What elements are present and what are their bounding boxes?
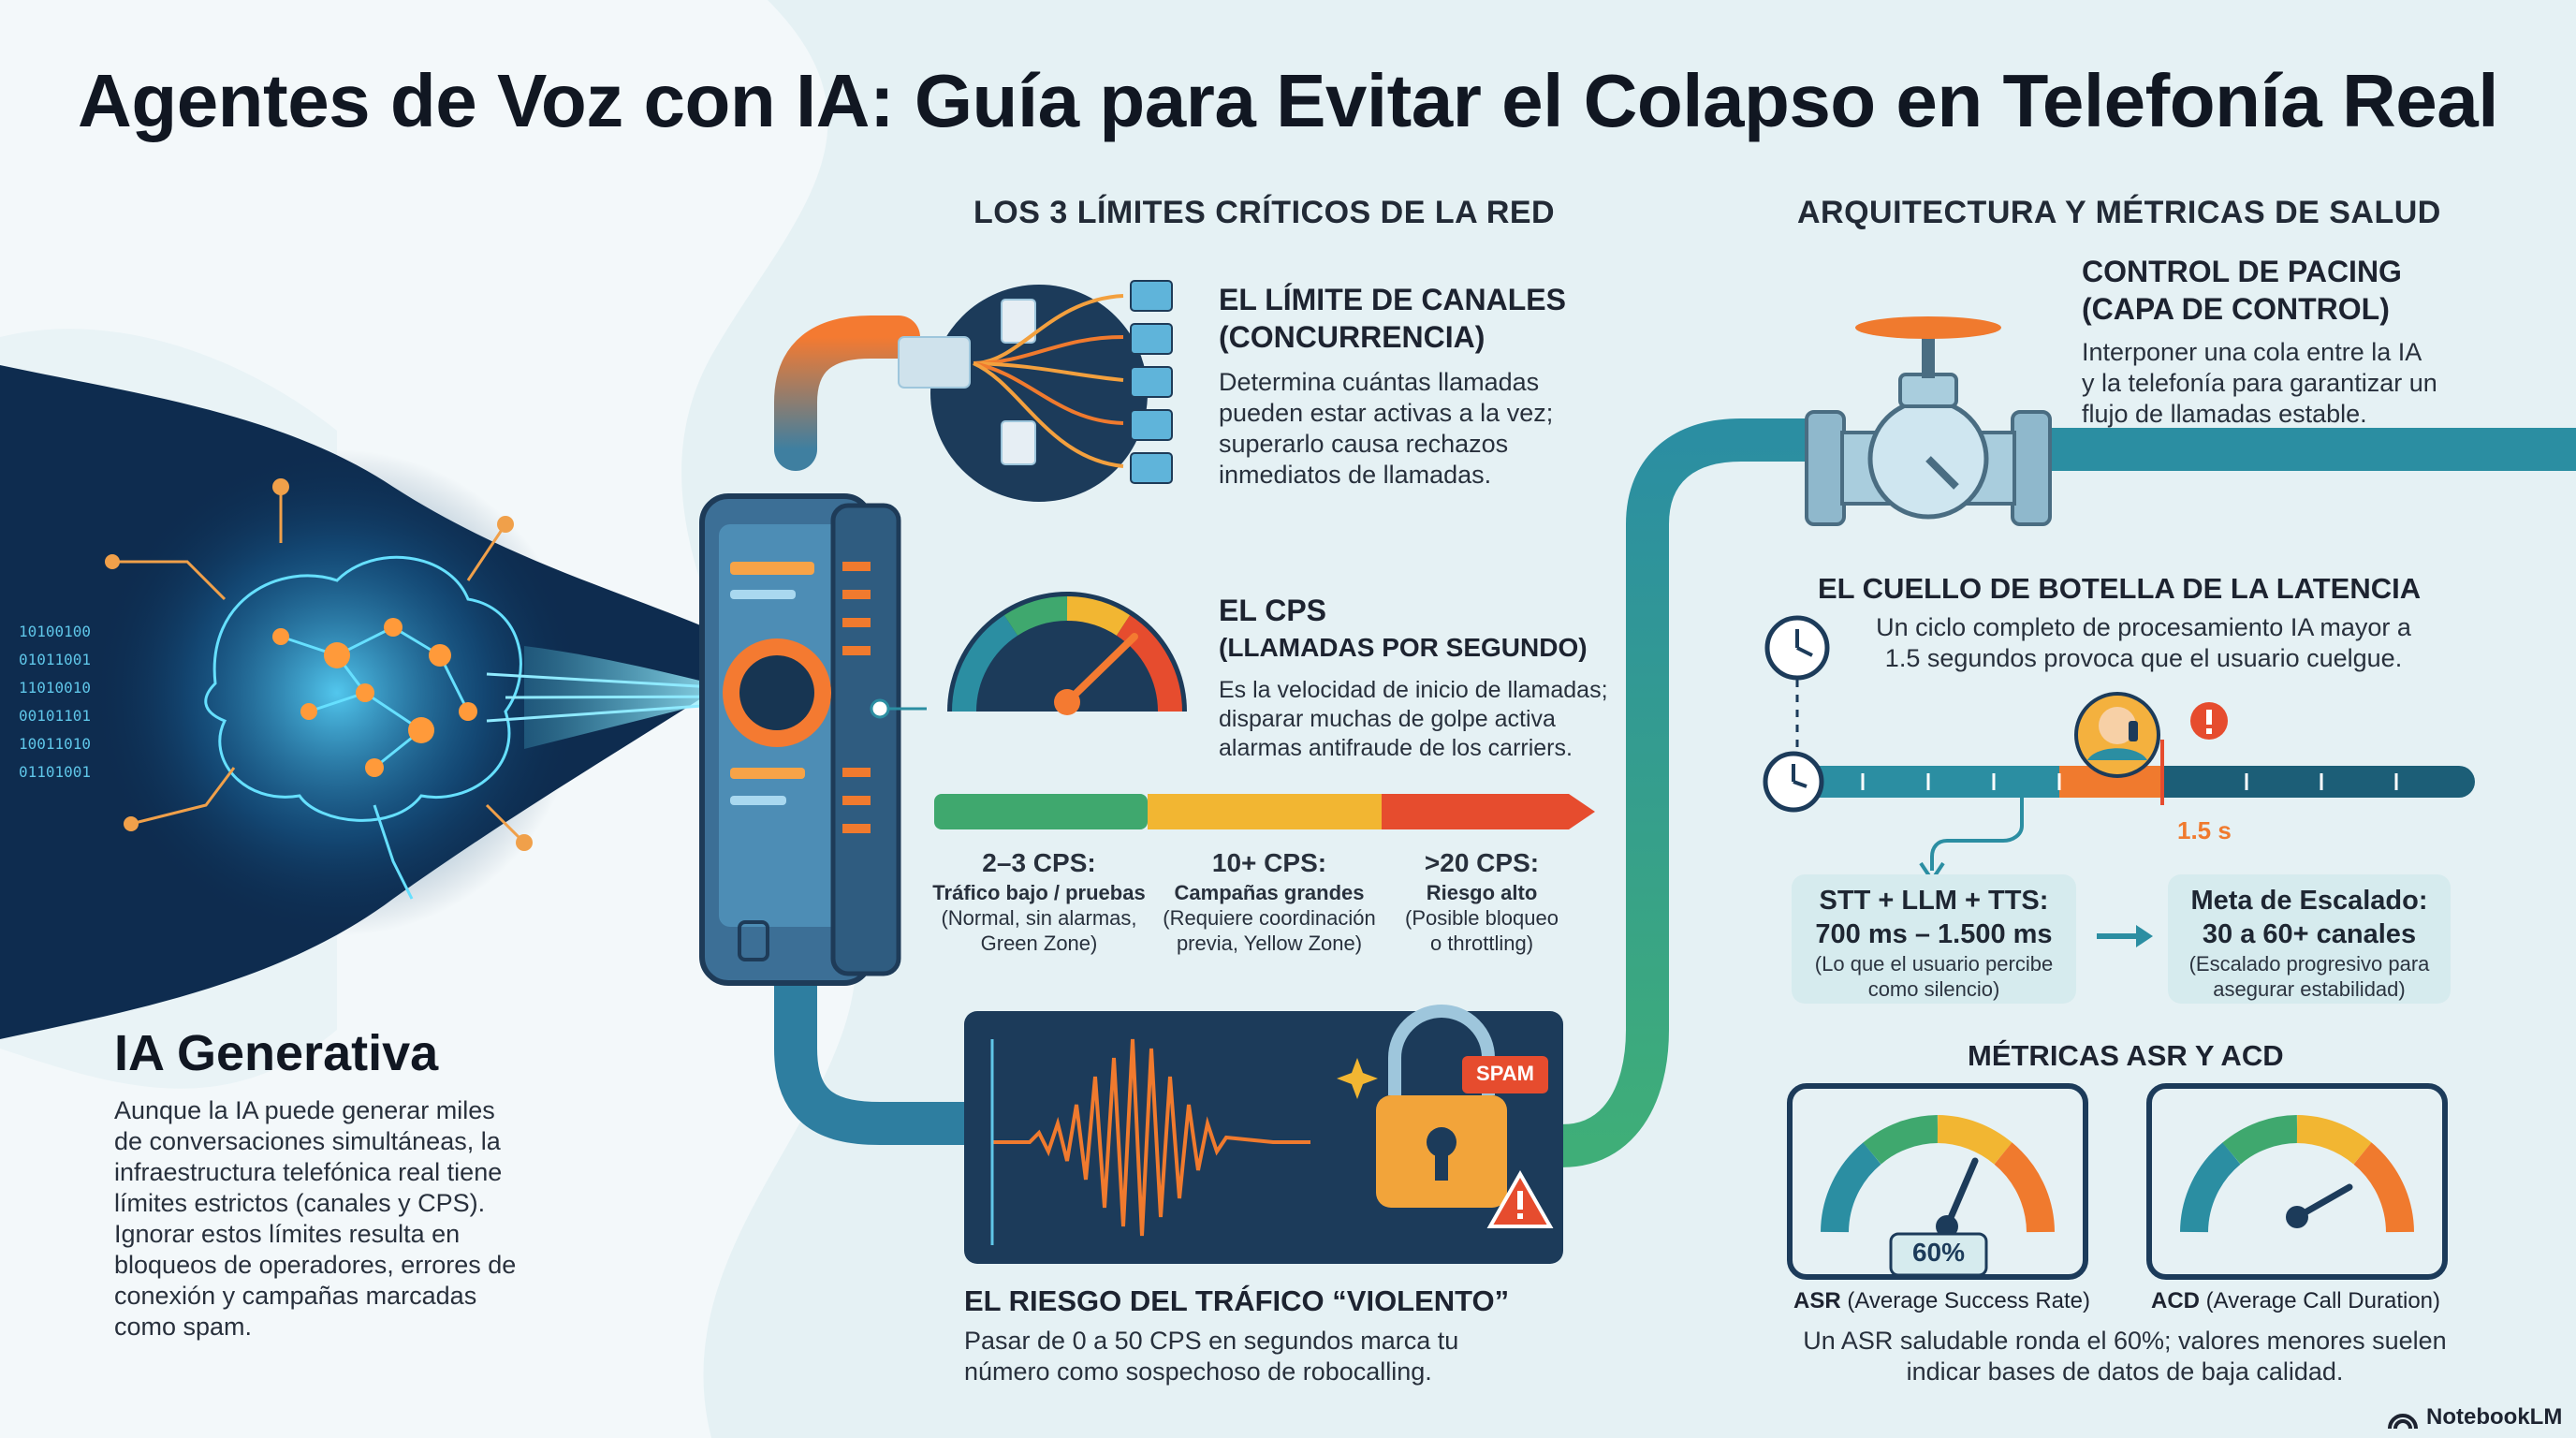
- pipe-bottom: [774, 974, 973, 1145]
- envelope-icon: [1130, 280, 1173, 484]
- channels-title: EL LÍMITE DE CANALES(CONCURRENCIA): [1219, 283, 1566, 354]
- acd-gauge-icon: [2146, 1083, 2448, 1280]
- violent-traffic-text: Pasar de 0 a 50 CPS en segundos marca tu…: [964, 1327, 1459, 1386]
- svg-text:10100100: 10100100: [19, 623, 91, 640]
- cps-zone-yellow: 10+ CPS: Campañas grandes (Requiere coor…: [1163, 848, 1376, 955]
- latency-card-stt: STT + LLM + TTS: 700 ms – 1.500 ms (Lo q…: [1792, 874, 2076, 1004]
- asr-label: ASR (Average Success Rate): [1793, 1288, 2091, 1313]
- latency-text: Un ciclo completo de procesamiento IA ma…: [1876, 613, 2411, 672]
- cps-zone-green: 2–3 CPS: Tráfico bajo / pruebas (Normal,…: [932, 848, 1146, 955]
- connector-dot: [870, 698, 890, 719]
- arrow-right-icon: [2097, 925, 2153, 947]
- notebooklm-logo: NotebookLM: [2426, 1404, 2563, 1430]
- valve-icon: [1805, 316, 2052, 526]
- document-icon: [898, 299, 1036, 465]
- brain-glow: [94, 449, 580, 936]
- asr-gauge-icon: [1787, 1083, 2088, 1280]
- channels-limit-block: EL LÍMITE DE CANALES(CONCURRENCIA) Deter…: [1219, 281, 1593, 491]
- pipe-right: [1530, 418, 1825, 1167]
- warning-icon: [1486, 1169, 1554, 1228]
- cps-block: EL CPS (LLAMADAS POR SEGUNDO) Es la velo…: [1219, 592, 1649, 763]
- page-title: Agentes de Voz con IA: Guía para Evitar …: [78, 59, 2498, 142]
- binary-digits: 10100100 01011001 11010010 00101101 1001101…: [19, 623, 91, 781]
- svg-text:01011001: 01011001: [19, 651, 91, 668]
- circuit-dots: [105, 478, 533, 851]
- stopwatch-icon: [1764, 615, 1830, 681]
- latency-card-scaling: Meta de Escalado: 30 a 60+ canales (Esca…: [2168, 874, 2451, 1004]
- brain-nodes: [272, 618, 477, 777]
- svg-text:11010010: 11010010: [19, 679, 91, 697]
- asr-value: 60%: [1911, 1238, 1966, 1267]
- architecture-heading: ARQUITECTURA Y MÉTRICAS DE SALUD: [1797, 195, 2441, 230]
- caller-avatar-icon: [2074, 692, 2160, 778]
- pacing-block: CONTROL DE PACING(CAPA DE CONTROL) Inter…: [2082, 253, 2512, 430]
- alert-icon: [2190, 702, 2228, 740]
- acd-label: ACD (Average Call Duration): [2151, 1288, 2441, 1313]
- violent-traffic-block: EL RIESGO DEL TRÁFICO “VIOLENTO” Pasar d…: [964, 1283, 1619, 1387]
- metrics-text: Un ASR saludable ronda el 60%; valores m…: [1803, 1327, 2447, 1386]
- violent-traffic-title: EL RIESGO DEL TRÁFICO “VIOLENTO”: [964, 1284, 1510, 1317]
- latency-ticks: [1861, 773, 2398, 790]
- padlock-icon: [1376, 1005, 1507, 1208]
- svg-text:01101001: 01101001: [19, 763, 91, 781]
- latency-to-card-arrow: [1930, 798, 2024, 871]
- ia-generativa-heading: IA Generativa: [114, 1025, 439, 1081]
- spam-badge: SPAM: [1476, 1062, 1534, 1085]
- pacing-title: CONTROL DE PACING(CAPA DE CONTROL): [2082, 255, 2402, 326]
- pipe-top: [774, 315, 920, 471]
- phone-icon: [699, 493, 901, 986]
- cps-zone-bar: [934, 794, 1595, 829]
- svg-text:10011010: 10011010: [19, 735, 91, 753]
- sparkle-icon: [1337, 1058, 1378, 1099]
- clock-icon: [1763, 751, 1824, 813]
- circuit-lines: [112, 487, 526, 844]
- latency-threshold-label: 1.5 s: [2177, 816, 2232, 844]
- cps-title: EL CPS (LLAMADAS POR SEGUNDO): [1219, 594, 1588, 662]
- limits-heading: LOS 3 LÍMITES CRÍTICOS DE LA RED: [973, 195, 1556, 230]
- metrics-title: MÉTRICAS ASR Y ACD: [1968, 1039, 2284, 1072]
- notebooklm-logo-icon: [2388, 1414, 2418, 1430]
- spam-badge-bg: [1462, 1056, 1548, 1093]
- signal-lines: [973, 294, 1124, 468]
- cps-text: Es la velocidad de inicio de llamadas;di…: [1219, 677, 1608, 761]
- svg-text:00101101: 00101101: [19, 707, 91, 725]
- latency-title: EL CUELLO DE BOTELLA DE LA LATENCIA: [1818, 572, 2422, 605]
- speedometer-icon: [947, 592, 1187, 715]
- ia-generativa-section: IA Generativa Aunque la IA puede generar…: [114, 1022, 657, 1343]
- waveform: [992, 1038, 1310, 1237]
